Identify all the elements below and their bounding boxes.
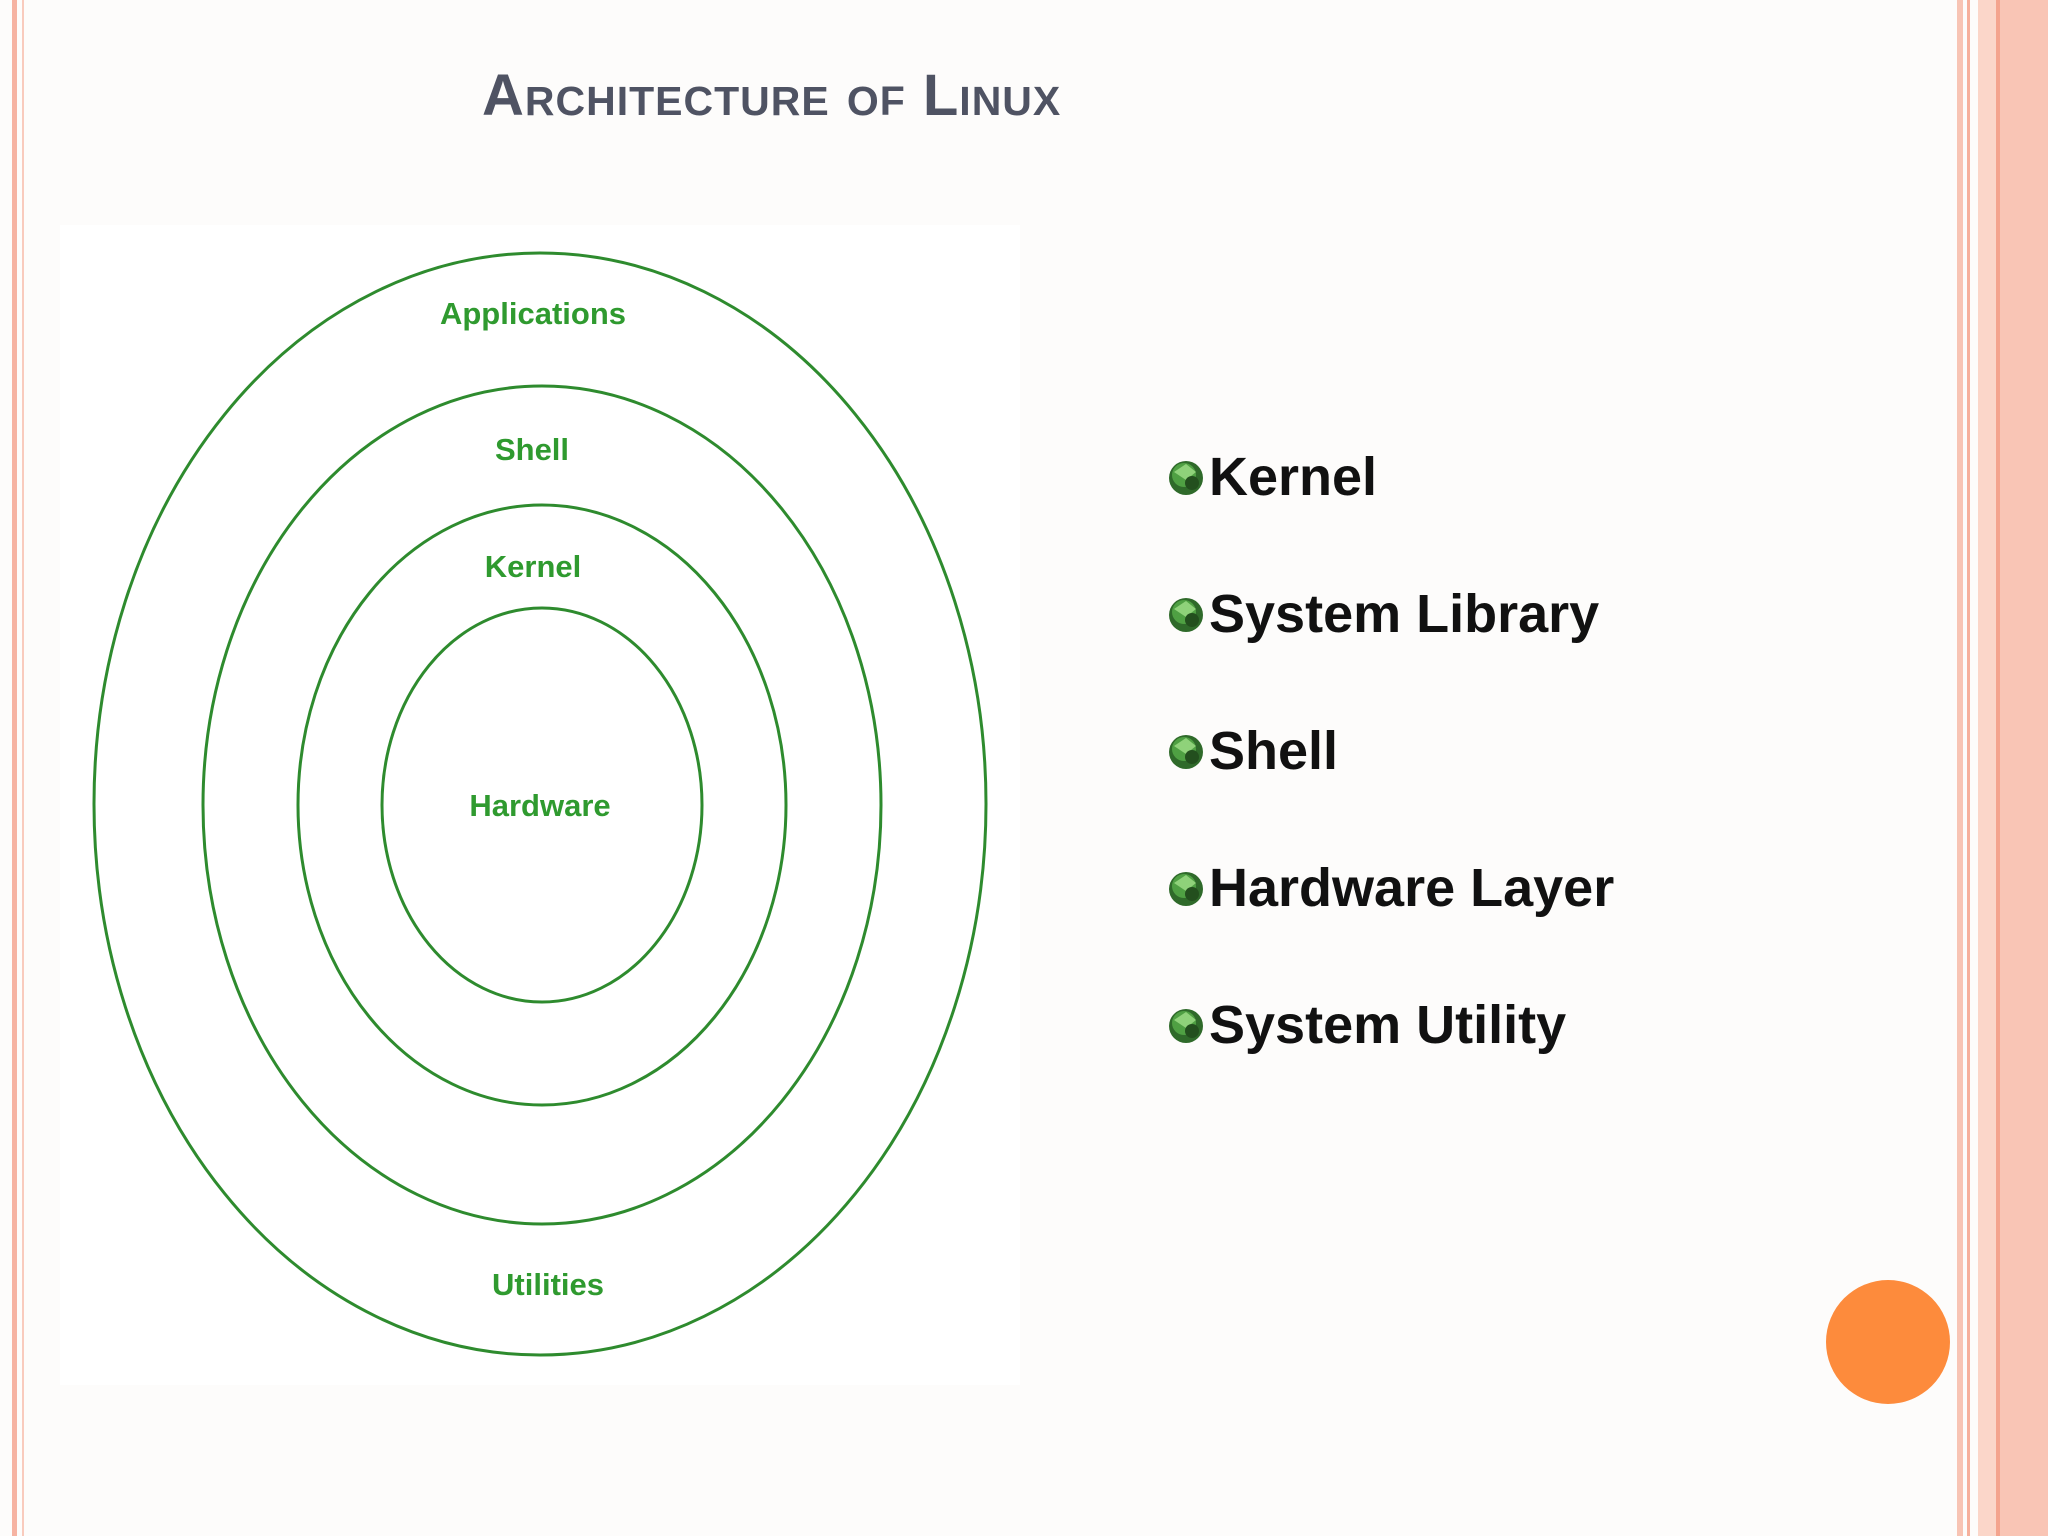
label-shell: Shell (495, 432, 569, 467)
right-border-stripe (1967, 0, 1970, 1536)
ring-kernel (296, 503, 788, 1107)
list-item: Shell (1165, 682, 1614, 819)
list-item: Hardware Layer (1165, 819, 1614, 956)
decorative-orange-circle (1826, 1280, 1950, 1404)
slide-title: Architecture of Linux (482, 63, 1062, 128)
label-kernel: Kernel (485, 549, 581, 584)
ring-applications (92, 251, 988, 1357)
left-border-line (12, 0, 17, 1536)
bullet-label: System Library (1209, 583, 1600, 644)
right-border-stripe (1996, 0, 2000, 1536)
right-border-band (2000, 0, 2048, 1536)
label-utilities: Utilities (492, 1267, 604, 1302)
bullet-label: Kernel (1209, 446, 1378, 507)
ring-hardware (380, 606, 704, 1004)
list-item: System Utility (1165, 956, 1614, 1093)
green-gem-bullet-icon (1169, 871, 1203, 906)
linux-layers-diagram: Applications Shell Kernel Hardware Utili… (60, 225, 1020, 1385)
bullet-label: System Utility (1209, 994, 1567, 1055)
green-gem-bullet-icon (1169, 597, 1203, 632)
ring-shell (201, 384, 883, 1226)
bullet-label: Shell (1209, 720, 1339, 781)
bullet-list: Kernel System Library Shell (1165, 408, 1614, 1093)
right-border-stripe (1957, 0, 1963, 1536)
list-item: Kernel (1165, 408, 1614, 545)
left-border-line-thin (22, 0, 24, 1536)
label-applications: Applications (440, 296, 626, 331)
green-gem-bullet-icon (1169, 460, 1203, 495)
bullet-label: Hardware Layer (1209, 857, 1615, 918)
green-gem-bullet-icon (1169, 1008, 1203, 1043)
concentric-rings-svg: Applications Shell Kernel Hardware Utili… (92, 251, 988, 1357)
label-hardware: Hardware (469, 788, 610, 823)
green-gem-bullet-icon (1169, 734, 1203, 769)
list-item: System Library (1165, 545, 1614, 682)
right-border-stripe (1978, 0, 1996, 1536)
